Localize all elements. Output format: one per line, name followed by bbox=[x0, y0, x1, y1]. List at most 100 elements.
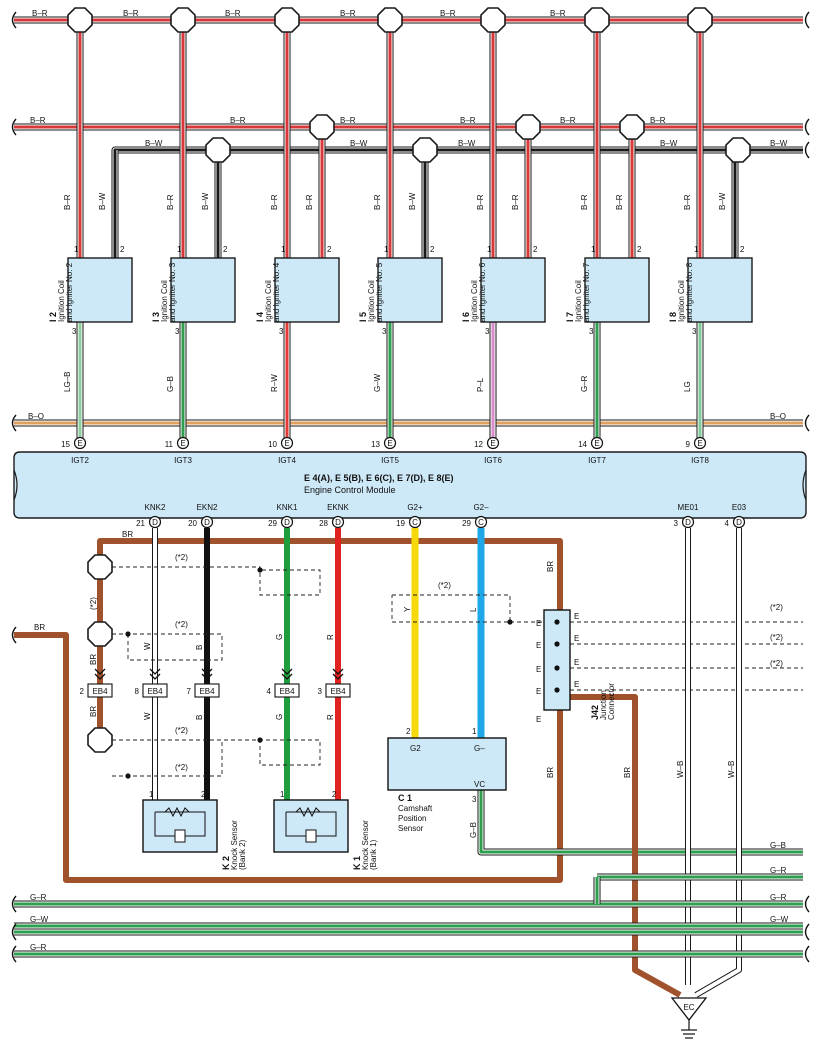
br-label-junction: BR bbox=[623, 767, 632, 778]
cam-vc-wire bbox=[477, 790, 803, 856]
ecm-pin-IGT7 bbox=[590, 436, 604, 450]
ecm-pin-IGT3 bbox=[176, 436, 190, 450]
wire-gb-label: G–B bbox=[469, 822, 478, 838]
ecm-pin-EKNK bbox=[331, 515, 345, 529]
cam-pin2: 2 bbox=[406, 727, 411, 736]
eb4-chevron bbox=[281, 668, 293, 680]
ecm-signal-KNK1: KNK1 bbox=[277, 503, 298, 512]
cam-pin1: 1 bbox=[472, 727, 477, 736]
coil-wire-in2-label: B–W bbox=[98, 192, 107, 210]
coil-pin1-label: 1 bbox=[591, 245, 596, 254]
ecm-pin-E03-letter: D bbox=[736, 518, 742, 527]
bus-label-br-top-0: B–R bbox=[32, 9, 48, 18]
bus-label-br-mid-1: B–R bbox=[230, 116, 246, 125]
ecm-pin-G2+ bbox=[408, 515, 422, 529]
coil-pin2-label: 2 bbox=[637, 245, 642, 254]
break-mark bbox=[804, 11, 810, 29]
bottom-label-gw-right: G–W bbox=[770, 915, 789, 924]
ecm-pin-number: 9 bbox=[686, 440, 691, 449]
coil-name-2: and Igniter No. 4 bbox=[272, 262, 281, 322]
coil-7-box bbox=[584, 257, 650, 323]
bus-label-bw-2: B–W bbox=[458, 139, 476, 148]
coil-name-2: and Igniter No. 3 bbox=[168, 262, 177, 322]
break-mark bbox=[804, 414, 810, 432]
ecm-pin-ME01 bbox=[681, 515, 695, 529]
br-ground-loop bbox=[14, 538, 563, 883]
ecm-pin-IGT5-letter: E bbox=[387, 439, 392, 448]
coil-code: I 8 bbox=[668, 312, 678, 322]
coil-code: I 5 bbox=[358, 312, 368, 322]
ecm-signal-IGT2: IGT2 bbox=[71, 456, 89, 465]
junction-dot-3 bbox=[554, 687, 560, 693]
ecm-pin-number: 15 bbox=[61, 440, 70, 449]
coil-pin2-label: 2 bbox=[430, 245, 435, 254]
bottom-label-gr-right: G–R bbox=[770, 893, 787, 902]
bus-label-br-top-1: B–R bbox=[123, 9, 139, 18]
ecm-pin-number: 20 bbox=[188, 519, 197, 528]
shield-note-vertical: (*2) bbox=[89, 597, 98, 610]
coil-wire-in2-label: B–W bbox=[408, 192, 417, 210]
cam-vc-wire-core bbox=[479, 790, 803, 854]
ecm-pin-number: 3 bbox=[674, 519, 679, 528]
junction-ground-wire bbox=[557, 694, 682, 998]
bottom-break-right-1 bbox=[804, 923, 810, 941]
coil-pin3-label: 3 bbox=[692, 327, 697, 336]
ecm-pin-IGT3-letter: E bbox=[180, 439, 185, 448]
splice-top-0 bbox=[67, 7, 93, 33]
junction-dot-1 bbox=[554, 641, 560, 647]
ecm-pin-number: 29 bbox=[462, 519, 471, 528]
ecm-pin-IGT2-letter: E bbox=[77, 439, 82, 448]
coil-wire-in1-label: B–R bbox=[373, 194, 382, 210]
junction-name-1: Junction bbox=[599, 690, 608, 720]
cam-code: C 1 bbox=[398, 793, 412, 803]
splice-top-5 bbox=[584, 7, 610, 33]
eb4-label: EB4 bbox=[147, 687, 163, 696]
bus-label-bw-1: B–W bbox=[350, 139, 368, 148]
ecm-signal-IGT4: IGT4 bbox=[278, 456, 296, 465]
shield-dash-4 bbox=[112, 742, 223, 777]
break-mark bbox=[11, 11, 17, 29]
wire-wb-label-1: W–B bbox=[676, 761, 685, 778]
junction-dot bbox=[125, 773, 131, 779]
coil-pin1-label: 1 bbox=[281, 245, 286, 254]
junction-shield-note-0: (*2) bbox=[770, 603, 783, 612]
knock-sensor-2-crystal bbox=[174, 829, 186, 843]
cam-name-1: Camshaft bbox=[398, 804, 433, 813]
bottom-label-gr-1: G–R bbox=[770, 866, 787, 875]
coil-pin2-label: 2 bbox=[740, 245, 745, 254]
wire-g-label-2: G bbox=[275, 714, 284, 720]
coil-name-1: Ignition Coil bbox=[264, 280, 273, 322]
br-label-top: BR bbox=[122, 530, 133, 539]
eb4-label: EB4 bbox=[279, 687, 295, 696]
coil-wire-in1-label: B–R bbox=[580, 194, 589, 210]
ecm-pin-E03 bbox=[732, 515, 746, 529]
eb4-chevron bbox=[149, 668, 161, 680]
junction-e-left-1: E bbox=[536, 641, 541, 650]
ecm-connector-codes: E 4(A), E 5(B), E 6(C), E 7(D), E 8(E) bbox=[304, 473, 454, 483]
cam-g2-label: G2 bbox=[410, 744, 421, 753]
bus-label-br-top-2: B–R bbox=[225, 9, 241, 18]
shield-note-3: (*2) bbox=[175, 726, 188, 735]
ecm-pin-IGT4-letter: E bbox=[284, 439, 289, 448]
splice-top-1 bbox=[170, 7, 196, 33]
eb4-box bbox=[274, 683, 300, 698]
coil-pin2-label: 2 bbox=[120, 245, 125, 254]
coil-pin1-label: 1 bbox=[694, 245, 699, 254]
coil-6-box bbox=[480, 257, 546, 323]
ecm-pin-IGT8-letter: E bbox=[697, 439, 702, 448]
ecm-signal-IGT7: IGT7 bbox=[588, 456, 606, 465]
camshaft-sensor-box bbox=[387, 737, 507, 791]
splice-bw-0 bbox=[205, 137, 231, 163]
ecm-pin-number: 14 bbox=[578, 440, 587, 449]
eb4-label: EB4 bbox=[199, 687, 215, 696]
eb4-box bbox=[142, 683, 168, 698]
wire-g-label-1: G bbox=[275, 634, 284, 640]
ecm-pin-IGT4 bbox=[280, 436, 294, 450]
cam-shield-dash bbox=[391, 594, 511, 623]
break-mark bbox=[11, 414, 17, 432]
break-mark bbox=[804, 141, 810, 159]
coil-pin3-label: 3 bbox=[72, 327, 77, 336]
coil-code: I 3 bbox=[151, 312, 161, 322]
coil-name-2: and Igniter No. 6 bbox=[478, 262, 487, 322]
bus-label-br-top-5: B–R bbox=[550, 9, 566, 18]
